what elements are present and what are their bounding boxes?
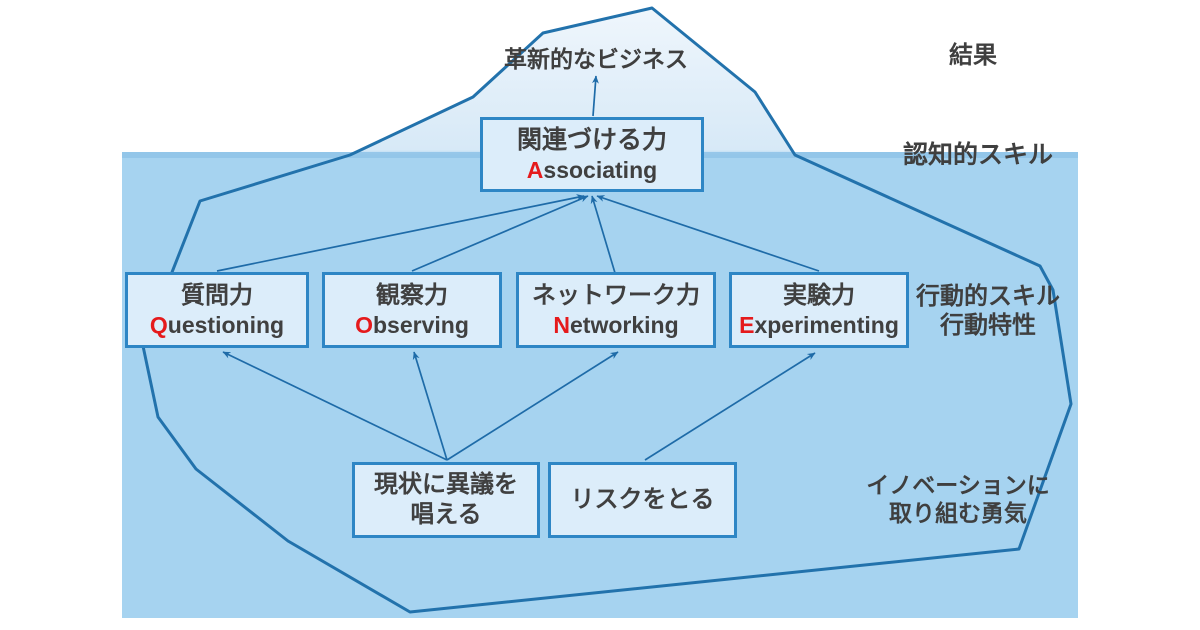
box-experimenting-initial: E [739, 311, 755, 338]
box-observing: 観察力 Observing [322, 272, 502, 348]
arrow-questioning-to-associating [216, 194, 585, 272]
label-innovative-business: 革新的なビジネス [504, 46, 688, 72]
box-associating-initial: A [526, 156, 544, 183]
label-behavioral-skill-line2: 行動特性 [940, 311, 1036, 339]
box-experimenting-jp: 実験力 [783, 281, 855, 309]
box-observing-en: Observing [355, 311, 469, 340]
arrow-observing-to-associating [411, 195, 589, 272]
box-observing-rest: bserving [373, 311, 469, 338]
box-experimenting-rest: xperimenting [754, 311, 899, 338]
label-courage-line2: 取り組む勇気 [888, 499, 1027, 526]
arrows [216, 75, 820, 461]
box-challenge-line1: 現状に異議を [374, 471, 518, 498]
label-courage: イノベーションに 取り組む勇気 [866, 472, 1050, 527]
box-associating-en: Associating [527, 156, 657, 185]
label-courage-line1: イノベーションに [866, 472, 1050, 498]
label-cognitive-skill: 認知的スキル [902, 141, 1054, 169]
box-questioning-rest: uestioning [167, 311, 285, 338]
box-experimenting: 実験力 Experimenting [729, 272, 909, 348]
box-challenge-line2: 唱える [410, 501, 482, 528]
box-take-risks-line1: リスクをとる [570, 486, 715, 513]
box-questioning-initial: Q [149, 311, 168, 338]
box-networking: ネットワーク力 Networking [516, 272, 716, 348]
box-networking-initial: N [553, 311, 570, 338]
box-questioning-jp: 質問力 [181, 281, 253, 309]
label-result: 結果 [949, 42, 997, 69]
box-networking-rest: etworking [570, 311, 679, 338]
box-questioning-en: Questioning [150, 311, 284, 340]
box-networking-jp: ネットワーク力 [532, 281, 700, 309]
box-experimenting-en: Experimenting [739, 311, 899, 340]
iceberg-outline [141, 6, 1073, 614]
box-challenge-status-quo: 現状に異議を 唱える [352, 462, 540, 538]
arrow-networking-to-associating [590, 195, 619, 284]
arrow-associating-to-business [591, 75, 599, 117]
box-networking-en: Networking [553, 311, 678, 340]
box-questioning: 質問力 Questioning [125, 272, 309, 348]
arrow-challenge-to-questioning [222, 351, 448, 461]
box-associating-rest: ssociating [543, 156, 658, 183]
arrow-challenge-to-networking [446, 351, 619, 461]
label-behavioral-skill-line1: 行動的スキル [916, 283, 1060, 310]
box-take-risks: リスクをとる [548, 462, 737, 538]
arrow-risk-to-experimenting [644, 352, 816, 461]
label-behavioral-skill: 行動的スキル 行動特性 [916, 283, 1060, 341]
box-associating-jp: 関連づける力 [516, 125, 667, 154]
arrow-experimenting-to-associating [596, 195, 820, 272]
arrow-challenge-to-observing [412, 351, 448, 461]
box-observing-jp: 観察力 [376, 281, 448, 309]
box-observing-initial: O [355, 311, 373, 338]
box-associating: 関連づける力 Associating [480, 117, 704, 192]
